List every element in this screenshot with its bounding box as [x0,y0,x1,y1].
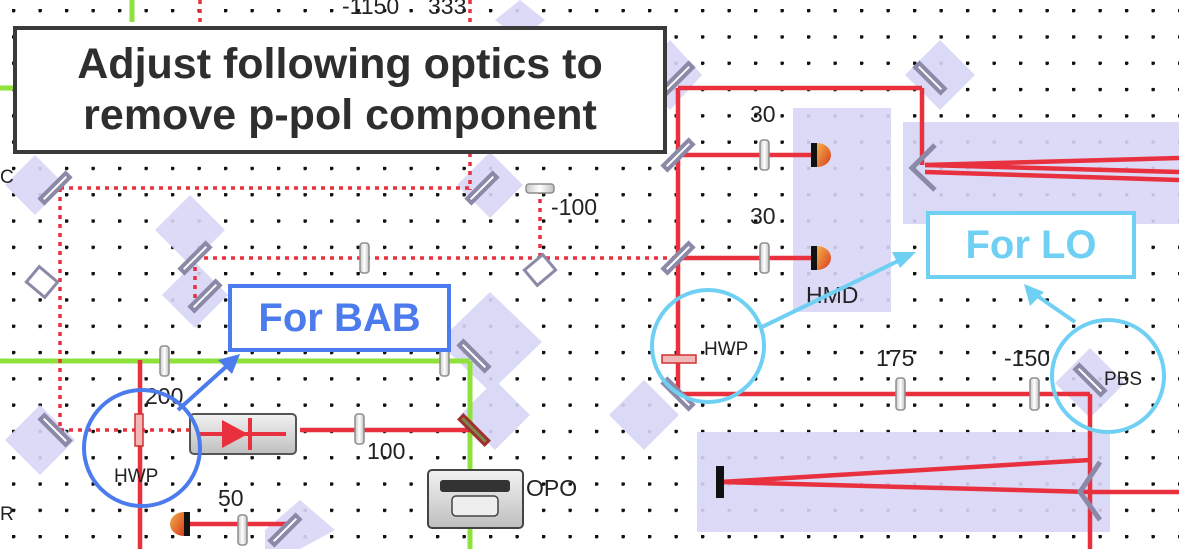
label-lens-50: 50 [218,485,244,511]
photodetectors [170,143,831,536]
label-edge-c: C [0,167,14,188]
label-pbs: PBS [1104,369,1142,390]
callout-arrows [176,252,1077,412]
lo-pbs-highlight [1050,318,1166,434]
label-edge-r: R [0,504,14,525]
solid-red-beams [137,85,1179,549]
label-hwp-right: HWP [704,339,748,360]
label-hwp-left: HWP [114,466,158,487]
label-lens-neg150: -150 [1004,345,1050,371]
for-lo-callout: For LO [926,211,1136,279]
label-lens-30-upper: 30 [750,101,776,127]
dotted-red-beams [58,0,676,432]
dichroic-mirror [457,413,491,447]
label-top-a: -1150 [342,0,399,19]
bab-hwp-highlight [82,388,202,508]
label-top-b: 333 [428,0,466,19]
label-opo: OPO [526,475,577,501]
instruction-callout: Adjust following optics to remove p-pol … [13,26,667,154]
lenses [159,139,1040,546]
instruction-line-2: remove p-pol component [83,91,597,139]
roof-mirrors [908,143,1103,522]
end-mirror [716,466,724,498]
wave-plates [134,354,697,447]
flip-mounts [24,252,558,300]
lo-hwp-highlight [650,288,766,404]
instruction-line-1: Adjust following optics to [77,40,603,88]
opo-cavity [427,469,524,529]
mirrors [37,60,1108,548]
faraday-isolator [189,413,297,455]
for-bab-callout: For BAB [228,284,451,352]
label-lens-100: 100 [367,438,405,464]
label-lens-30-lower: 30 [750,203,776,229]
optic-mounts [5,0,1179,549]
label-lens-neg100: -100 [551,194,597,220]
label-lens-175: 175 [876,345,914,371]
